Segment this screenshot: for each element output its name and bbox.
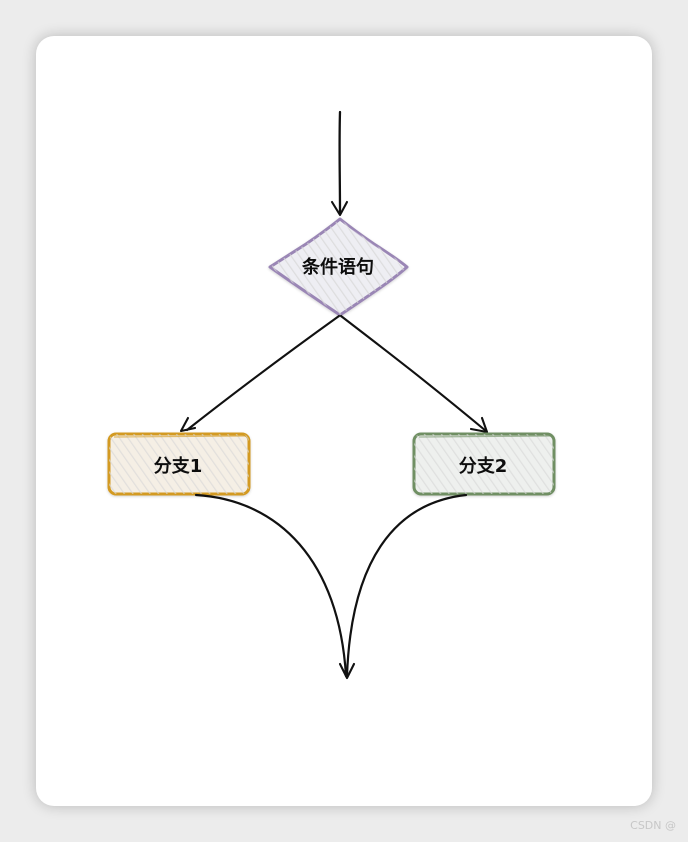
edge-branch1-to-merge [194,493,348,678]
watermark-text: CSDN @ [630,819,676,832]
arrowhead-branch1 [179,416,197,433]
edge-condition-to-branch1 [185,314,341,432]
edge-branch2-to-merge [345,493,468,678]
condition-node: 条件语句 [268,217,409,317]
merge-arrowhead [338,662,356,680]
branch2-node: 分支2 [412,432,556,496]
diagram-card [36,36,652,806]
condition-label: 条件语句 [301,256,374,278]
branch2-label: 分支2 [459,455,508,477]
arrowhead-branch2 [469,416,489,434]
branch1-label: 分支1 [154,455,203,477]
entry-arrowhead [330,200,349,217]
edge-condition-to-branch2 [339,314,488,433]
branch1-node: 分支1 [107,432,251,496]
